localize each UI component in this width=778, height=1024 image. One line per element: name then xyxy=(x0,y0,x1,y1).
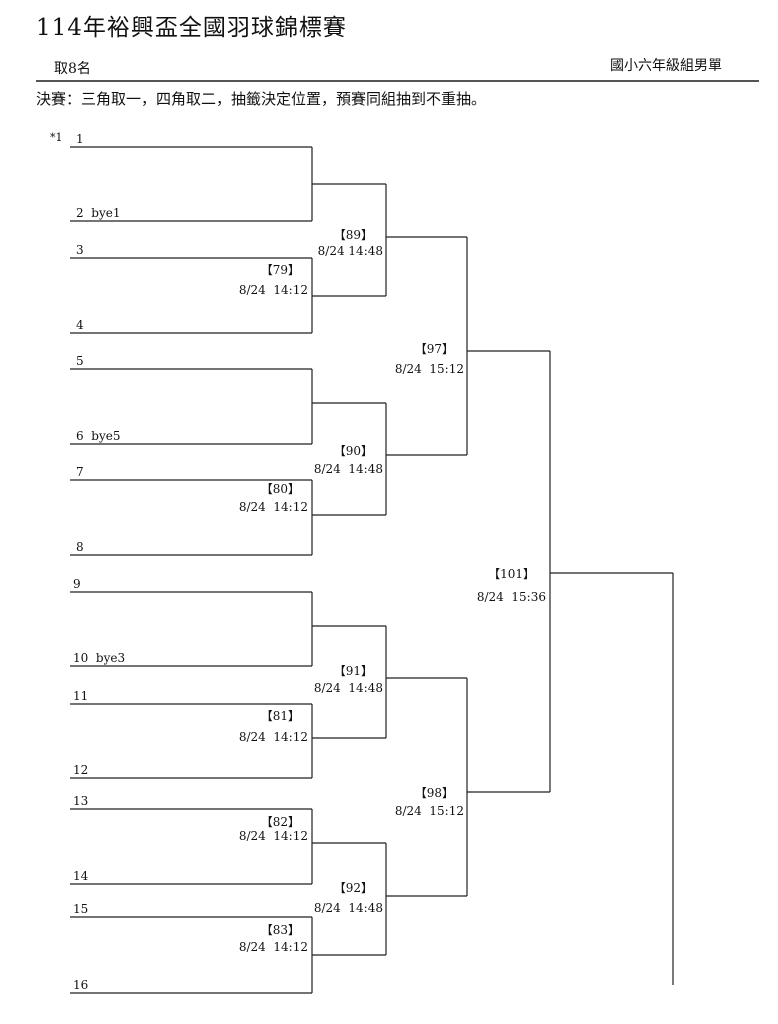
entry-label-8: 8 xyxy=(76,540,84,554)
match-code-91: 【91】 xyxy=(334,664,373,678)
match-labels: 【79】 8/24 14:12 【80】 8/24 14:12 【81】 8/2… xyxy=(239,228,546,954)
entry-label-15: 15 xyxy=(73,902,88,916)
entry-label-10: 10 bye3 xyxy=(73,651,125,665)
match-time-90: 8/24 14:48 xyxy=(314,462,383,476)
match-time-83: 8/24 14:12 xyxy=(239,940,308,954)
match-code-101: 【101】 xyxy=(488,567,535,581)
rules-notice: 決賽：三角取一，四角取二，抽籤決定位置，預賽同組抽到不重抽。 xyxy=(36,90,487,108)
match-code-81: 【81】 xyxy=(261,709,300,723)
match-time-89: 8/24 14:48 xyxy=(318,244,383,258)
entry-label-3: 3 xyxy=(76,243,84,257)
entry-labels: 1 2 bye1 3 4 5 6 bye5 7 8 9 10 bye3 11 1… xyxy=(73,132,125,992)
match-code-83: 【83】 xyxy=(261,923,300,937)
entry-label-2: 2 bye1 xyxy=(76,206,120,220)
match-code-80: 【80】 xyxy=(261,482,300,496)
match-code-92: 【92】 xyxy=(334,881,373,895)
entry-label-5: 5 xyxy=(76,354,84,368)
entry-lines xyxy=(70,146,312,994)
match-time-91: 8/24 14:48 xyxy=(314,681,383,695)
match-code-97: 【97】 xyxy=(415,342,454,356)
division-label: 國小六年級組男單 xyxy=(610,58,722,74)
match-time-98: 8/24 15:12 xyxy=(395,804,464,818)
match-code-98: 【98】 xyxy=(415,786,454,800)
entry-label-12: 12 xyxy=(73,763,88,777)
entry-label-4: 4 xyxy=(76,318,84,332)
entry-label-1: 1 xyxy=(76,132,84,146)
entry-label-7: 7 xyxy=(76,465,84,479)
match-time-81: 8/24 14:12 xyxy=(239,730,308,744)
match-time-92: 8/24 14:48 xyxy=(314,901,383,915)
match-time-79: 8/24 14:12 xyxy=(239,283,308,297)
entry-label-14: 14 xyxy=(73,869,89,883)
page-title: 114年裕興盃全國羽球錦標賽 xyxy=(36,15,347,41)
entry-label-6: 6 bye5 xyxy=(76,429,120,443)
seed-mark: *1 xyxy=(50,131,63,144)
match-code-90: 【90】 xyxy=(334,444,373,458)
final-connectors xyxy=(549,351,674,985)
match-time-97: 8/24 15:12 xyxy=(395,362,464,376)
entry-label-13: 13 xyxy=(73,794,88,808)
round2-connectors xyxy=(385,184,467,955)
entry-label-9: 9 xyxy=(73,577,81,591)
entry-label-16: 16 xyxy=(73,978,88,992)
round3-connectors xyxy=(466,237,550,896)
match-code-82: 【82】 xyxy=(261,815,300,829)
match-time-80: 8/24 14:12 xyxy=(239,500,308,514)
header-divider xyxy=(36,80,759,82)
match-code-89: 【89】 xyxy=(334,228,373,242)
match-time-101: 8/24 15:36 xyxy=(477,590,546,604)
entry-label-11: 11 xyxy=(73,689,88,703)
match-time-82: 8/24 14:12 xyxy=(239,829,308,843)
quota-label: 取8名 xyxy=(54,61,91,77)
round1-connectors xyxy=(311,147,386,993)
match-code-79: 【79】 xyxy=(261,263,300,277)
